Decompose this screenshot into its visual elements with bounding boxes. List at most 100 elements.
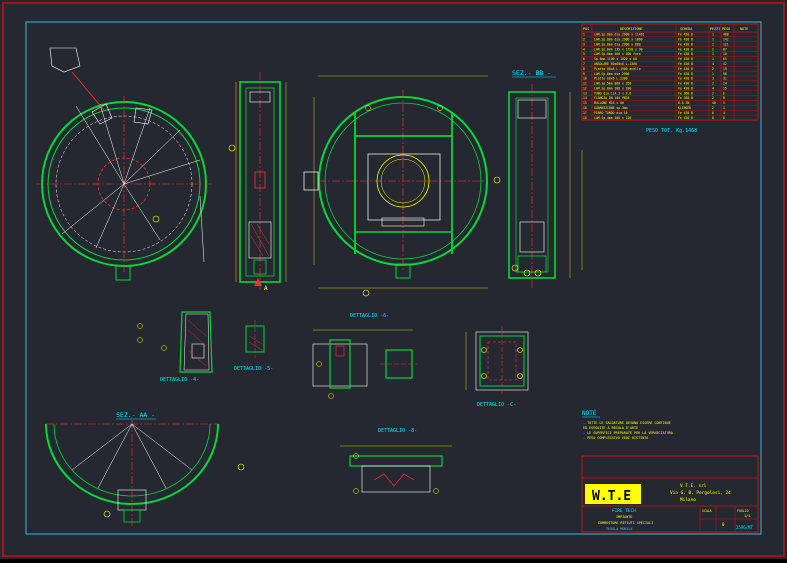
bom-header-pos: POS <box>583 27 589 31</box>
bom-cell: 121 <box>723 42 729 46</box>
company-address: Via G. B. Pergolesi, 24 <box>670 490 731 496</box>
sheet-value: 1/1 <box>744 514 751 518</box>
bom-cell: Fe 430 B <box>678 72 693 76</box>
bom-cell: 2 <box>712 82 714 86</box>
front-view-center <box>303 75 501 297</box>
bom-cell: 2 <box>712 42 714 46</box>
bom-cell: LAM.Sp.8mm dia.2900 x 11401 <box>594 33 644 37</box>
bom-cell: Fe 430 B <box>678 86 693 90</box>
bom-cell: 488 <box>723 33 729 37</box>
bom-cell: LAM.Sp.6mm 135 x 1720 x 90 <box>594 47 643 51</box>
detail-4-view: DETTAGLIO -4- <box>137 311 213 383</box>
drawing-number: 2596/MT <box>736 525 753 530</box>
bom-cell: 4 <box>723 111 725 115</box>
drawing-title: FIRE TECH <box>612 508 636 514</box>
bom-cell: 17 <box>583 111 587 115</box>
bom-cell: TUBO dia.114.3 x 3.6 <box>594 91 631 95</box>
detail-c-view: DETTAGLIO -C- <box>465 326 529 408</box>
bom-header-notes: NOTE <box>740 27 748 31</box>
notes-title: NOTE <box>582 410 597 417</box>
bom-cell: 13 <box>583 91 587 95</box>
bom-cell: Fe 430 B <box>678 33 693 37</box>
detail-5-title: DETTAGLIO -5- <box>234 366 273 372</box>
bom-cell: 6 <box>712 111 714 115</box>
bom-cell: 87 <box>723 47 727 51</box>
bom-cell: 16 <box>583 106 587 110</box>
bom-cell: 2 <box>712 91 714 95</box>
bom-cell: LAM.Sp.4mm 200 x 120 <box>594 116 631 120</box>
bom-cell: LAM.Sp.8mm 300 x 200 <box>594 86 631 90</box>
bom-cell: Piatto 80x8 L.1900 anello <box>594 67 641 71</box>
bom-cell: 15 <box>723 86 727 90</box>
sheet-label: FOGLIO <box>737 509 749 513</box>
bom-cell: 6 <box>723 116 725 120</box>
company-name: V.T.E. srl <box>680 483 707 489</box>
bom-cell: LAM.Sp.8mm 400 x 400 foro <box>594 52 641 56</box>
bom-cell: 4 <box>712 86 714 90</box>
section-aa-view: SEZ.- AA - <box>45 411 245 528</box>
bom-header-description: DESCRIZIONE <box>620 27 642 31</box>
bom-cell: Fe 360 B <box>678 96 693 100</box>
bom-cell: 15 <box>583 101 587 105</box>
detail-6-title: DETTAGLIO -6- <box>350 313 389 319</box>
detail-4-title: DETTAGLIO -4- <box>160 377 199 383</box>
company-city: Milano <box>680 497 696 503</box>
scale-label: SCALA <box>702 509 712 513</box>
bom-cell: 1 <box>723 106 725 110</box>
notes-line: ED ESEGUITE A REGOLA D'ARTE <box>583 426 638 430</box>
bom-cell: FLANGIA DN 100 PN16 <box>594 96 630 100</box>
bom-cell: Fe 430 B <box>678 67 693 71</box>
bom-cell: 1 <box>712 57 714 61</box>
bom-cell: Sp.8mm 1100 x 1020 x 60 <box>594 57 637 61</box>
bom-cell: 1 <box>712 38 714 42</box>
drawing-subtitle: TEGOLA MOBILE <box>606 527 633 531</box>
bom-cell: 10 <box>583 77 587 81</box>
bom-cell: 6 <box>583 57 585 61</box>
inner-frame <box>25 21 762 535</box>
bom-cell: 1 <box>712 52 714 56</box>
bom-cell: BULLONE M16 x 60 <box>594 101 624 105</box>
weight-note: PESO TOT. Kg.1468 <box>646 128 697 134</box>
bom-cell: 8 <box>712 116 714 120</box>
bom-cell: Fe 430 B <box>678 111 693 115</box>
bom-cell: Fe 430 B <box>678 42 693 46</box>
bom-cell: LAM.Sp.8mm dia.2900 x 1060 <box>594 38 643 42</box>
bom-cell: KLINGER <box>678 106 691 110</box>
section-bb-view: SEZ.- BB - <box>508 69 583 290</box>
bom-cell: ANGOLARE 60x60x6 L.1300 <box>594 62 637 66</box>
bom-cell: 4 <box>583 47 585 51</box>
bom-cell: 1 <box>583 33 585 37</box>
bom-cell: 2 <box>712 47 714 51</box>
bom-cell: Fe 430 B <box>678 57 693 61</box>
bom-cell: 6 <box>723 91 725 95</box>
bom-cell: 1 <box>712 33 714 37</box>
bom-cell: LAM.Sp.5mm 860 x 350 <box>594 82 631 86</box>
bom-cell: 2 <box>583 38 585 42</box>
bom-cell: 11 <box>583 82 587 86</box>
bom-cell: 2 <box>712 106 714 110</box>
notes-line: - LE SUPERFICI PREPARATE PER LA VERNICIA… <box>583 431 673 435</box>
bom-cell: 2 <box>712 96 714 100</box>
bom-cell: 142 <box>723 38 729 42</box>
bom-cell: Fe 430 B <box>678 38 693 42</box>
bom-cell: 65 <box>723 57 727 61</box>
bom-cell: FERRO TONDO dia.16 <box>594 111 628 115</box>
notes-line: - PESO COMPLESSIVO VEDI DISTINTA <box>583 436 648 440</box>
bom-cell: Fe 430 B <box>678 47 693 51</box>
bom-cell: 12 <box>583 86 587 90</box>
bom-header-weight: PESO <box>722 27 730 31</box>
bom-cell: 18 <box>583 116 587 120</box>
revision: 0 <box>722 522 725 527</box>
bom-cell: 3 <box>712 77 714 81</box>
drawing-subtitle: COMBUSTORE RIFIUTI SPECIALI <box>598 521 653 525</box>
bom-cell: 5 <box>583 52 585 56</box>
bom-cell: 8 <box>723 96 725 100</box>
company-logo: W.T.E <box>592 489 631 504</box>
bom-cell: Fe 430 B <box>678 62 693 66</box>
bom-cell: 24 <box>723 82 727 86</box>
bom-cell: LAM.Sp.6mm dia.2900 x 880 <box>594 42 641 46</box>
bom-cell: 1 <box>712 72 714 76</box>
bom-cell: 31 <box>723 77 727 81</box>
